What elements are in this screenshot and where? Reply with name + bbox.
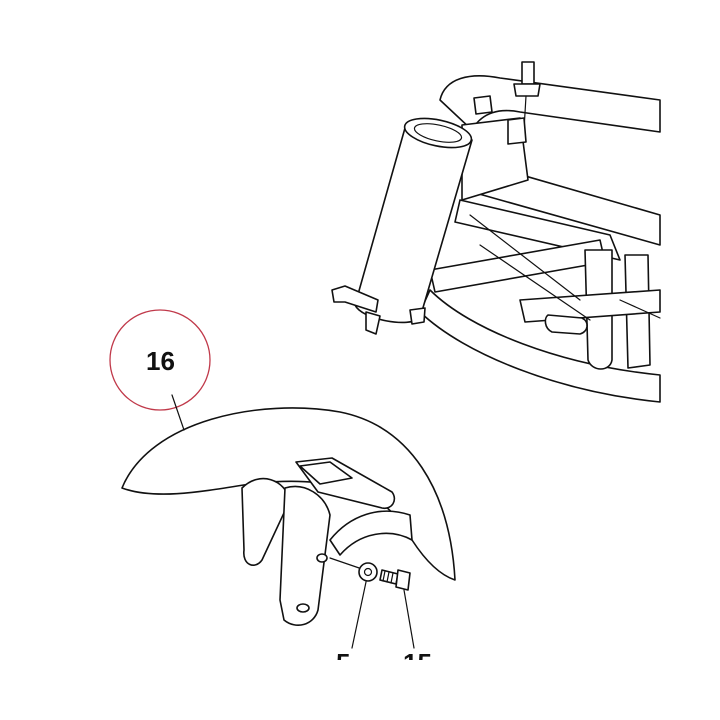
head-tube-small-boss	[409, 307, 426, 325]
fitting-boss-right	[507, 117, 527, 145]
head-tube-body	[354, 127, 473, 324]
head-tube-top-opening	[403, 117, 473, 149]
fitting-stud	[521, 61, 535, 85]
callout-16-label: 16	[146, 346, 175, 376]
stay-mount-hole-lower	[296, 603, 310, 613]
fitting-nut	[513, 83, 541, 97]
callout-16-leader	[171, 394, 185, 431]
crop-mask	[0, 660, 720, 720]
mudguard-vent-insert	[299, 461, 353, 485]
frame-brace-line	[469, 214, 661, 321]
steering-stop-tab	[331, 285, 379, 313]
bolt-head	[395, 569, 411, 591]
washer-hole	[363, 567, 373, 577]
bolt	[379, 569, 411, 591]
frame-diagonal-tube	[429, 239, 606, 293]
top-fittings	[473, 61, 541, 145]
mudguard-inner-arch	[329, 510, 413, 556]
frame-lower-rail	[419, 289, 661, 403]
mudguard-left-stay	[241, 477, 291, 566]
washer-body	[358, 562, 378, 582]
callout-15-leader	[403, 589, 415, 649]
steering-lug	[365, 311, 381, 335]
frame-mid-rail	[519, 289, 661, 323]
callout-16: 16	[109, 309, 211, 431]
mudguard-right-stay	[279, 485, 331, 626]
front-mudguard	[121, 407, 456, 626]
bolt-thread-lines	[382, 570, 394, 584]
washer	[329, 557, 378, 582]
callout-16-highlight-circle	[109, 309, 211, 411]
frame-top-tube	[439, 75, 661, 133]
steering-head-tube	[331, 117, 473, 335]
stay-mount-hole-upper	[316, 553, 328, 563]
head-tube-inner-rim	[413, 123, 463, 143]
frame-assembly	[419, 75, 661, 403]
frame-bracket	[544, 314, 588, 335]
fitting-boss-left	[473, 95, 493, 115]
callout-5-leader	[351, 581, 367, 649]
